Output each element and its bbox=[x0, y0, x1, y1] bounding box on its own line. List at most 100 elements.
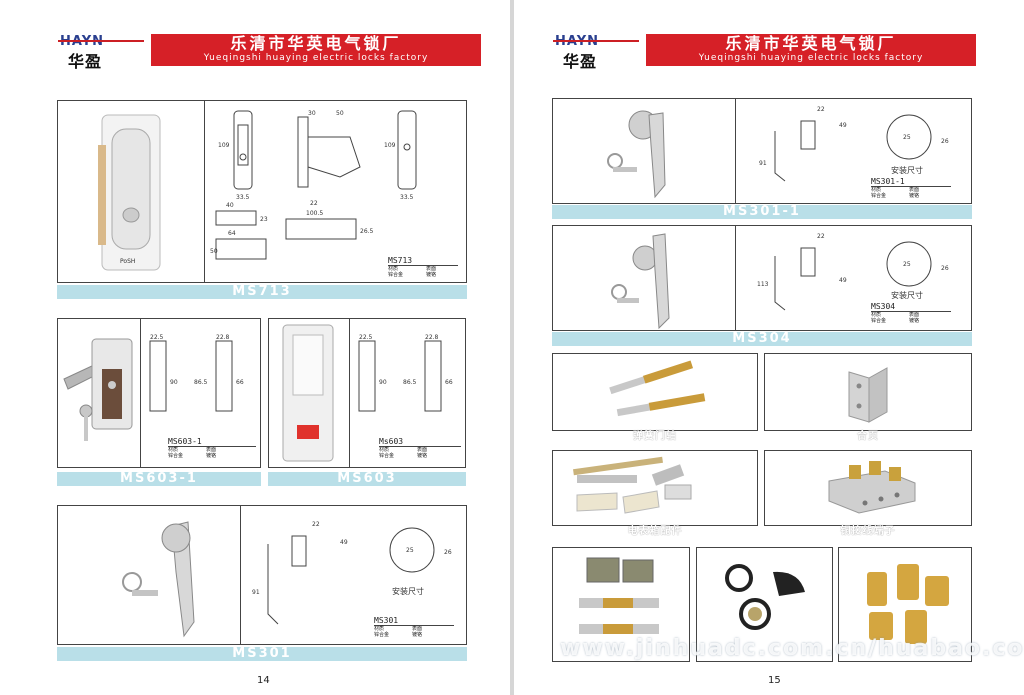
ms603-photo bbox=[282, 324, 334, 462]
spec-model: Ms603 bbox=[379, 437, 461, 447]
brand-cn: 华盈 bbox=[68, 52, 103, 71]
dim-label: 66 bbox=[445, 379, 453, 386]
dim-label: 22 bbox=[312, 521, 320, 528]
caption-text: 弹簧门轴 bbox=[633, 431, 677, 442]
spec-label-material: 材质 bbox=[388, 266, 399, 272]
dim-label: 66 bbox=[236, 379, 244, 386]
spec-model: MS301-1 bbox=[871, 177, 951, 187]
dim-label: 49 bbox=[839, 122, 847, 129]
brand-logo-left: HAYN 华盈 bbox=[58, 34, 152, 71]
factory-name-cn: 乐清市华英电气锁厂 bbox=[725, 34, 897, 53]
spec-value-surface: 镀铬 bbox=[426, 272, 437, 278]
ms301-1-drawing: 22 49 91 25 26 bbox=[759, 106, 949, 182]
dim-label: 26 bbox=[444, 549, 452, 556]
accessory-card-copper-terminal bbox=[764, 450, 972, 526]
dim-label: 22 bbox=[817, 106, 825, 113]
dim-label: 64 bbox=[228, 230, 236, 237]
spec-model: MS713 bbox=[388, 256, 458, 266]
spec-table-ms603: Ms603 材质表面 锌合金镀铬 bbox=[379, 437, 461, 459]
dim-label: 50 bbox=[210, 248, 218, 255]
mount-size-label: 安装尺寸 bbox=[891, 166, 923, 175]
caption-ms603: MS603 bbox=[268, 472, 466, 486]
dim-label: 26 bbox=[941, 265, 949, 272]
page-gutter bbox=[510, 0, 514, 695]
dim-label: 22.5 bbox=[359, 334, 373, 341]
product-card-ms713: PoSH 109 33.5 30 50 22 109 33.5 40 23 64… bbox=[57, 100, 467, 283]
divider bbox=[204, 101, 205, 282]
spec-table-ms603-1: MS603-1 材质表面 锌合金镀铬 bbox=[168, 437, 256, 459]
caption-meter-box-parts: 电表箱配件 bbox=[552, 526, 758, 538]
ms301-1-photo bbox=[607, 110, 666, 199]
caption-ms304: MS304 bbox=[552, 332, 972, 346]
caption-text: MS603-1 bbox=[120, 471, 198, 486]
dim-label: 25 bbox=[903, 134, 911, 141]
ms603-1-drawing: 22.5 22.8 90 86.5 66 bbox=[149, 334, 244, 412]
caption-ms713: MS713 bbox=[57, 285, 467, 299]
dim-label: 90 bbox=[379, 379, 387, 386]
spec-model: MS603-1 bbox=[168, 437, 256, 447]
brand-en: HAYN bbox=[553, 34, 639, 49]
spec-label-surface: 表面 bbox=[206, 447, 217, 453]
ms713-drawing: 109 33.5 30 50 22 109 33.5 40 23 64 50 1… bbox=[210, 110, 417, 260]
caption-ms603-1: MS603-1 bbox=[57, 472, 261, 486]
svg-text:PoSH: PoSH bbox=[120, 258, 135, 265]
dim-label: 49 bbox=[839, 277, 847, 284]
dim-label: 91 bbox=[759, 160, 767, 167]
spec-label-material: 材质 bbox=[168, 447, 179, 453]
spec-label-material: 材质 bbox=[379, 447, 390, 453]
product-card-ms304: 22 49 113 25 26 安装尺寸 MS304 材质表面 锌合金镀铬 bbox=[552, 225, 972, 331]
dim-label: 109 bbox=[218, 142, 230, 149]
dim-label: 22 bbox=[310, 200, 318, 207]
dim-label: 113 bbox=[757, 281, 769, 288]
spec-value-surface: 镀铬 bbox=[909, 193, 920, 199]
divider bbox=[735, 99, 736, 203]
dim-label: 22.5 bbox=[150, 334, 164, 341]
brand-en: HAYN bbox=[58, 34, 144, 49]
brand-cn: 华盈 bbox=[563, 52, 598, 71]
spec-value-material: 锌合金 bbox=[871, 318, 887, 324]
spec-table-ms301-1: MS301-1 材质表面 锌合金镀铬 bbox=[871, 177, 951, 199]
mount-size-label: 安装尺寸 bbox=[891, 291, 923, 300]
spec-value-surface: 镀铬 bbox=[417, 453, 428, 459]
ms603-drawing: 22.5 22.8 90 86.5 66 bbox=[358, 334, 453, 412]
dim-label: 100.5 bbox=[306, 210, 323, 217]
meter-box-parts-photo bbox=[573, 456, 692, 514]
dim-label: 23 bbox=[260, 216, 268, 223]
caption-text: MS304 bbox=[732, 331, 792, 346]
factory-name-cn: 乐清市华英电气锁厂 bbox=[230, 34, 402, 53]
dim-label: 86.5 bbox=[194, 379, 208, 386]
watermark: www.jinhuadc.com.cn/huabao.com bbox=[560, 636, 1024, 661]
dim-label: 109 bbox=[384, 142, 396, 149]
divider bbox=[140, 319, 141, 467]
caption-text: MS301 bbox=[232, 646, 292, 661]
dim-label: 25 bbox=[903, 261, 911, 268]
factory-banner-left: 乐清市华英电气锁厂 Yueqingshi huaying electric lo… bbox=[151, 34, 481, 66]
spec-value-material: 锌合金 bbox=[379, 453, 395, 459]
dim-label: 40 bbox=[226, 202, 234, 209]
caption-text: MS713 bbox=[232, 284, 292, 299]
spring-hinge-photo bbox=[609, 360, 706, 417]
spec-label-surface: 表面 bbox=[426, 266, 437, 272]
caption-ms301-1: MS301-1 bbox=[552, 205, 972, 219]
mount-size-label: 安装尺寸 bbox=[392, 587, 424, 596]
caption-text: 铜接线端子 bbox=[840, 526, 896, 537]
dim-label: 26 bbox=[941, 138, 949, 145]
page-number-left: 14 bbox=[257, 675, 270, 686]
spec-value-material: 锌合金 bbox=[168, 453, 184, 459]
accessory-card-copper-insert bbox=[838, 547, 972, 662]
dim-label: 91 bbox=[252, 589, 260, 596]
spec-label-material: 材质 bbox=[871, 312, 882, 318]
brand-logo-right: HAYN 华盈 bbox=[553, 34, 647, 71]
caption-text: 电表箱配件 bbox=[627, 526, 683, 537]
factory-banner-right: 乐清市华英电气锁厂 Yueqingshi huaying electric lo… bbox=[646, 34, 976, 66]
rubber-cap-photo bbox=[725, 564, 805, 630]
accessory-card-hinge bbox=[764, 353, 972, 431]
product-card-ms603: 22.5 22.8 90 86.5 66 Ms603 材质表面 锌合金镀铬 bbox=[268, 318, 466, 468]
spec-value-material: 锌合金 bbox=[388, 272, 404, 278]
caption-copper-terminal: 铜接线端子 bbox=[764, 526, 972, 538]
product-card-ms301: 22 49 91 25 26 安装尺寸 MS301 材质表面 锌合金镀铬 bbox=[57, 505, 467, 645]
factory-name-en: Yueqingshi huaying electric locks factor… bbox=[203, 53, 429, 63]
dim-label: 33.5 bbox=[400, 194, 414, 201]
ms713-photo: PoSH bbox=[98, 114, 161, 271]
spec-value-surface: 镀铬 bbox=[412, 632, 423, 638]
